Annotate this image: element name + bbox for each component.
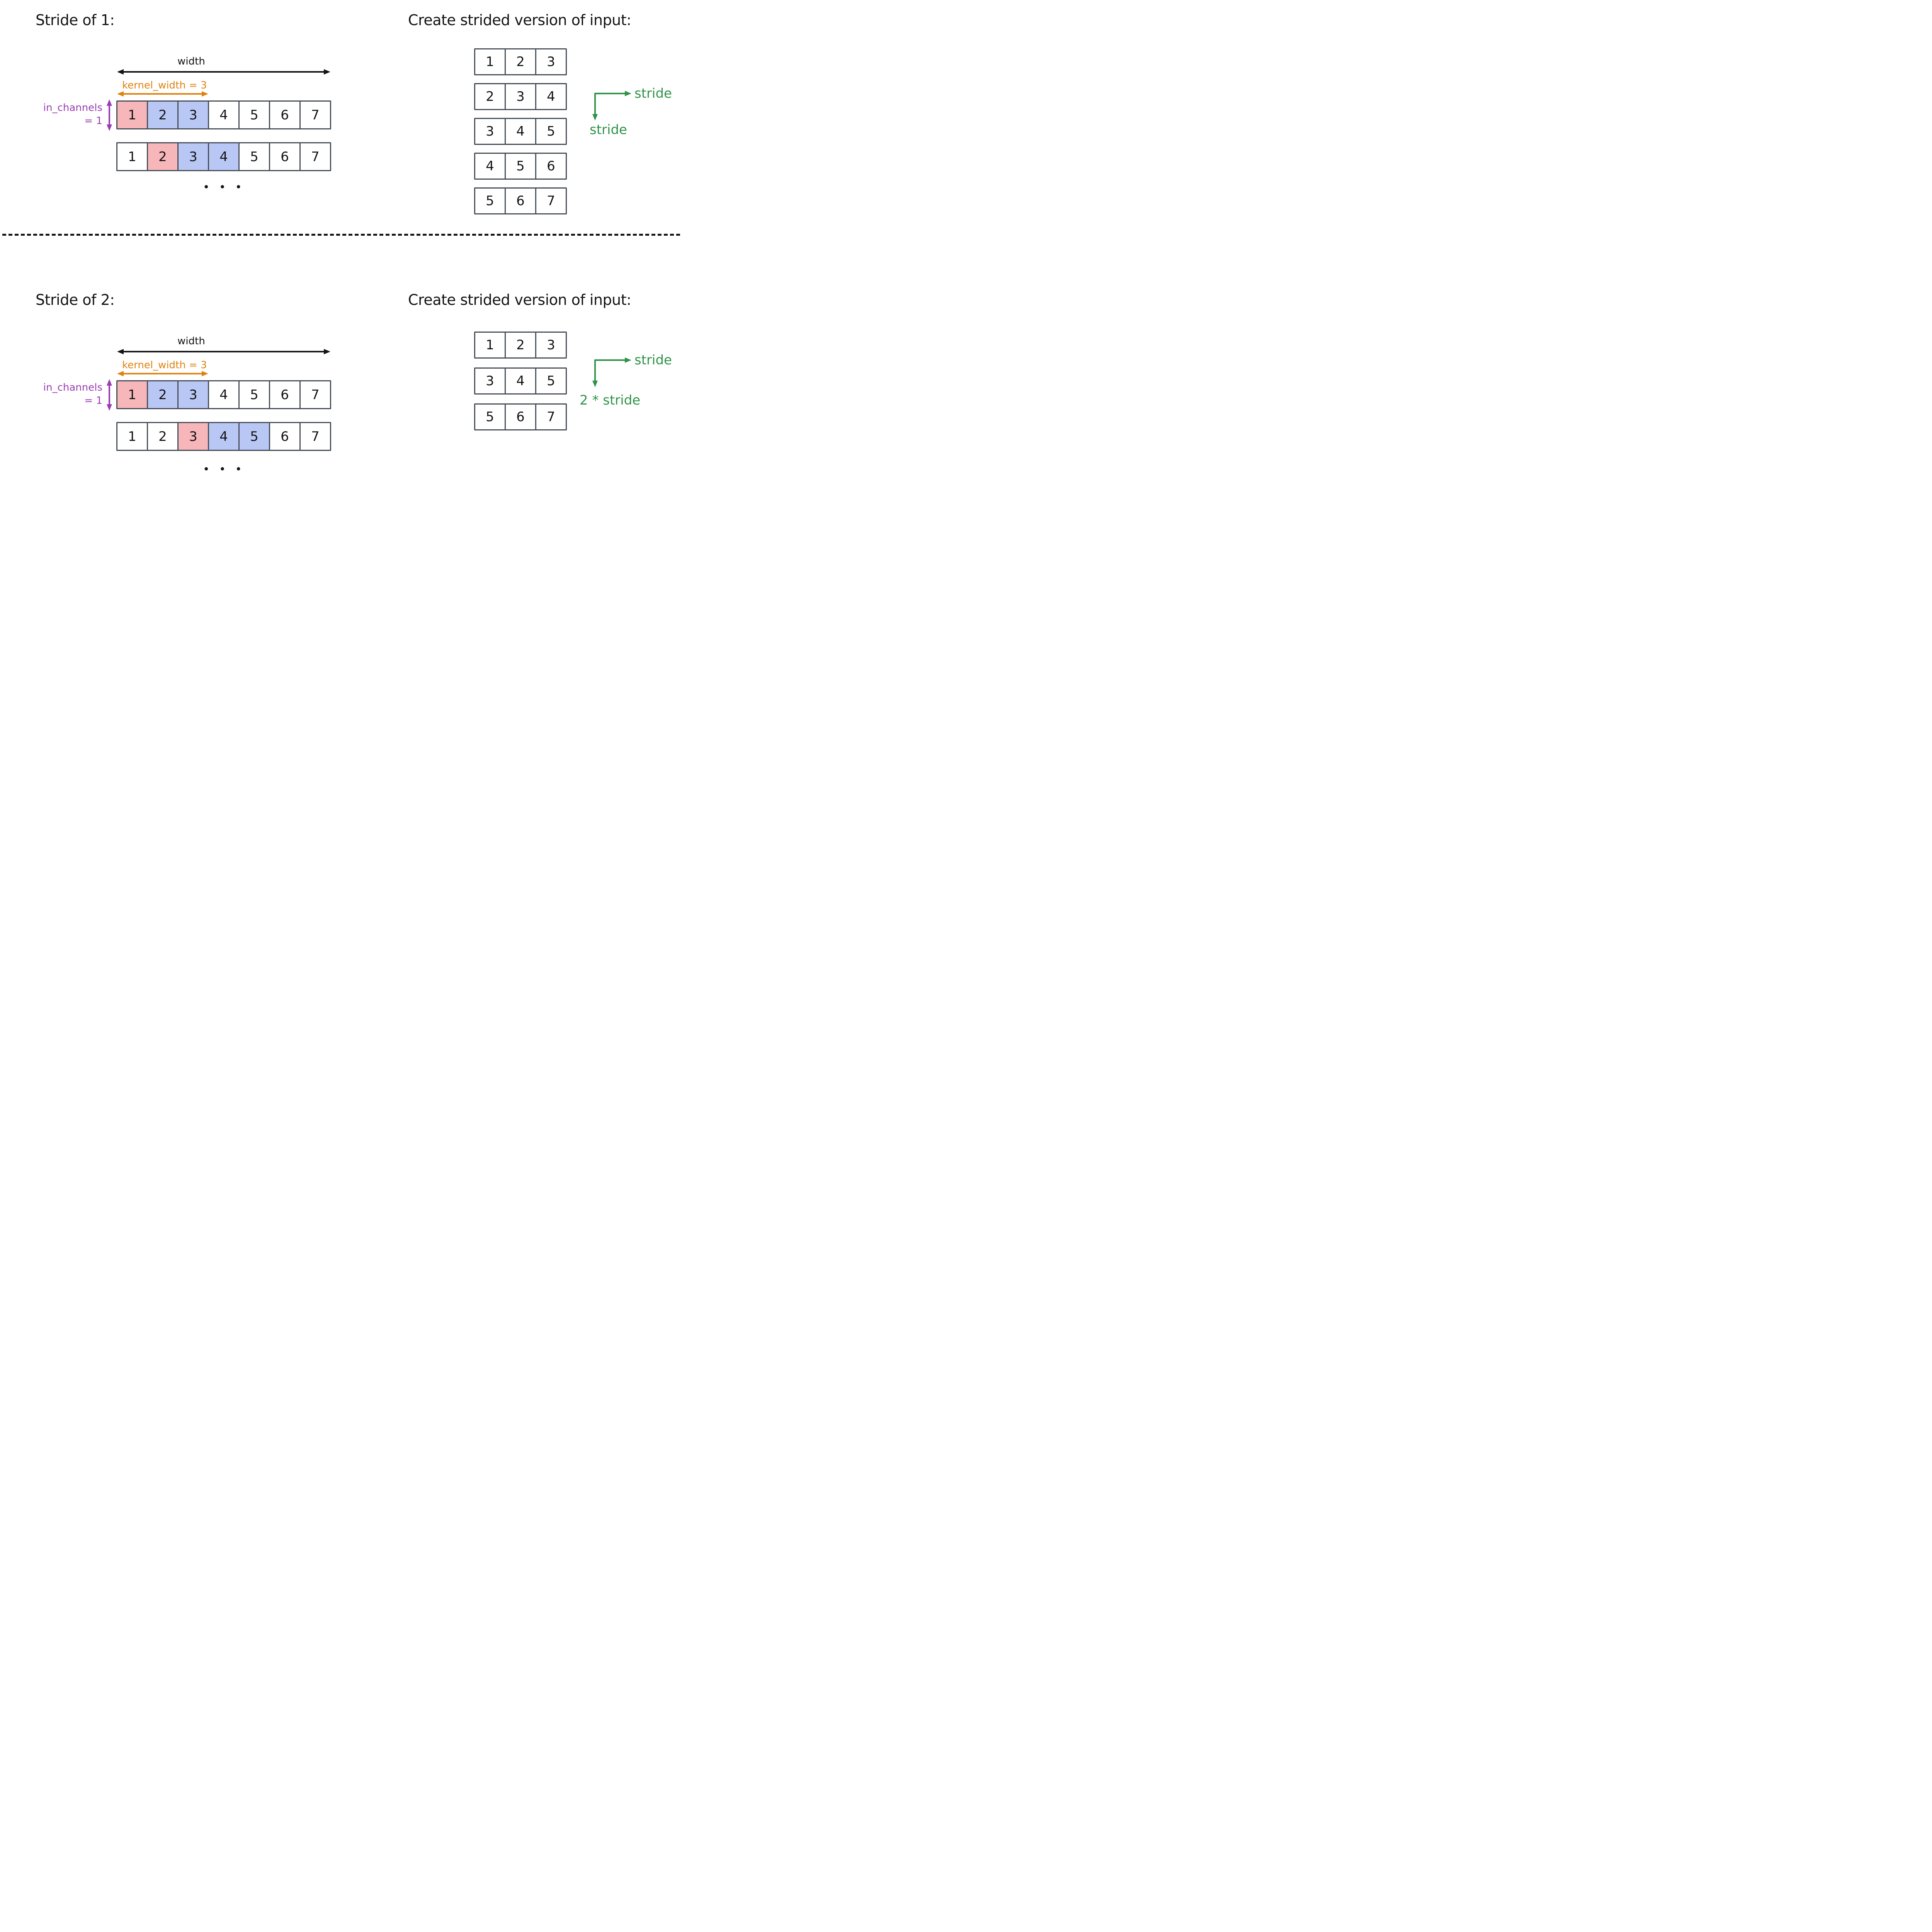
matrix-cell: 3 (535, 332, 567, 359)
array-cell: 3 (177, 422, 209, 451)
array-cell: 7 (299, 100, 331, 129)
array-cell: 1 (116, 100, 148, 129)
matrix-cell: 2 (505, 48, 536, 75)
array-cell: 1 (116, 422, 148, 451)
ellipsis-dots: • • • (203, 182, 245, 192)
in-channels-label: in_channels (43, 102, 102, 114)
array-cell: 7 (299, 380, 331, 409)
matrix-cell: 1 (474, 332, 506, 359)
matrix-cell: 3 (474, 367, 506, 395)
stride-right-label: stride (634, 352, 672, 368)
array-cell: 2 (147, 100, 179, 129)
array-cell: 2 (147, 142, 179, 171)
matrix-cell: 4 (505, 367, 536, 395)
stride-right-label: stride (634, 86, 672, 101)
array-cell: 5 (238, 422, 270, 451)
array-cell: 3 (177, 142, 209, 171)
matrix-cell: 2 (505, 332, 536, 359)
section-title: Stride of 2: (36, 291, 115, 308)
matrix-cell: 3 (535, 48, 567, 75)
matrix-cell: 4 (505, 118, 536, 145)
matrix-cell: 4 (474, 153, 506, 180)
array-cell: 6 (269, 422, 301, 451)
matrix-cell: 4 (535, 83, 567, 110)
matrix-cell: 6 (505, 403, 536, 430)
array-cell: 5 (238, 380, 270, 409)
width-label: width (177, 335, 205, 347)
section-stride-1: Stride of 1: width kernel_width = 3 in_c… (0, 0, 682, 233)
array-cell: 4 (208, 380, 240, 409)
array-cell: 3 (177, 100, 209, 129)
strided-title: Create strided version of input: (408, 291, 631, 308)
array-cell: 7 (299, 422, 331, 451)
matrix-cell: 5 (474, 403, 506, 430)
matrix-cell: 5 (535, 118, 567, 145)
kernel-width-double-arrow (117, 371, 208, 376)
matrix-cell: 7 (535, 187, 567, 214)
array-cell: 6 (269, 142, 301, 171)
array-cell: 5 (238, 142, 270, 171)
in-channels-value: = 1 (84, 395, 102, 406)
array-cell: 1 (116, 380, 148, 409)
in-channels-double-arrow (107, 379, 112, 411)
matrix-cell: 5 (474, 187, 506, 214)
matrix-cell: 2 (474, 83, 506, 110)
matrix-cell: 1 (474, 48, 506, 75)
matrix-cell: 3 (505, 83, 536, 110)
strided-convolution-diagram: Stride of 1: width kernel_width = 3 in_c… (0, 0, 682, 491)
kernel-width-double-arrow (117, 91, 208, 97)
kernel-width-label: kernel_width = 3 (122, 359, 207, 371)
width-double-arrow (117, 349, 330, 354)
matrix-cell: 6 (535, 153, 567, 180)
section-stride-2: Stride of 2: width kernel_width = 3 in_c… (0, 280, 682, 491)
array-cell: 6 (269, 380, 301, 409)
array-cell: 1 (116, 142, 148, 171)
stride-down-label: stride (590, 122, 627, 138)
stride-elbow-arrow (592, 91, 631, 121)
matrix-cell: 5 (505, 153, 536, 180)
stride-down-label: 2 * stride (580, 393, 641, 408)
ellipsis-dots: • • • (203, 464, 245, 474)
array-cell: 2 (147, 380, 179, 409)
array-cell: 6 (269, 100, 301, 129)
matrix-cell: 5 (535, 367, 567, 395)
array-cell: 2 (147, 422, 179, 451)
width-label: width (177, 56, 205, 67)
array-cell: 5 (238, 100, 270, 129)
kernel-width-label: kernel_width = 3 (122, 80, 207, 91)
in-channels-value: = 1 (84, 115, 102, 127)
section-title: Stride of 1: (36, 12, 115, 29)
in-channels-double-arrow (107, 99, 112, 131)
matrix-cell: 3 (474, 118, 506, 145)
width-double-arrow (117, 69, 330, 75)
array-cell: 7 (299, 142, 331, 171)
in-channels-label: in_channels (43, 382, 102, 393)
stride-elbow-arrow (592, 357, 631, 387)
dashed-divider (2, 234, 680, 236)
matrix-cell: 7 (535, 403, 567, 430)
array-cell: 4 (208, 100, 240, 129)
array-cell: 4 (208, 142, 240, 171)
array-cell: 3 (177, 380, 209, 409)
strided-title: Create strided version of input: (408, 12, 631, 29)
matrix-cell: 6 (505, 187, 536, 214)
array-cell: 4 (208, 422, 240, 451)
